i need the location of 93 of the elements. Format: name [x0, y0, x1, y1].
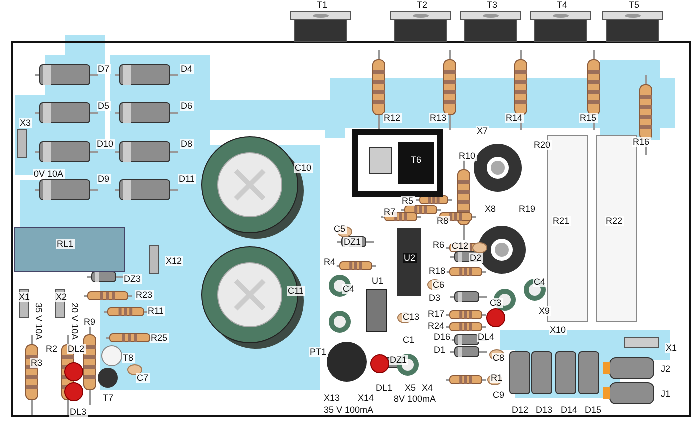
- component-label: C9: [492, 390, 506, 400]
- component-label: DZ3: [123, 274, 142, 284]
- component-label: R5: [401, 196, 415, 206]
- component-label: X4: [421, 383, 434, 393]
- component-label: R21: [552, 216, 571, 226]
- component-label: D12: [511, 405, 530, 415]
- component-label: D5: [97, 101, 111, 111]
- component-label: DZ1: [389, 355, 408, 365]
- component-label: X9: [538, 306, 552, 316]
- component-label: R1: [490, 373, 504, 383]
- component-label: R13: [429, 113, 448, 123]
- component-label: X3: [19, 118, 32, 128]
- component-label: U1: [371, 276, 385, 286]
- component-label: C10: [294, 163, 313, 173]
- component-label: DL1: [375, 383, 394, 393]
- component-label: 20 V 10A: [69, 303, 81, 340]
- component-label: R15: [579, 113, 598, 123]
- component-label: R3: [30, 358, 44, 368]
- component-label: X13: [323, 393, 342, 403]
- component-label: C13: [402, 312, 421, 322]
- component-label: T1: [316, 0, 329, 10]
- component-label: D13: [535, 405, 554, 415]
- component-label: D11: [178, 174, 196, 184]
- component-label: R2: [45, 344, 59, 354]
- component-label: C4: [533, 277, 547, 287]
- component-label: D3: [428, 293, 442, 303]
- component-label: 35 V 10A: [33, 303, 45, 340]
- component-label: D8: [180, 139, 194, 149]
- component-label: T4: [556, 0, 569, 10]
- component-label: D7: [97, 64, 111, 74]
- component-label: C12: [451, 241, 470, 251]
- component-label: T6: [410, 155, 423, 165]
- component-label: J2: [660, 364, 672, 374]
- component-label: R17: [427, 309, 446, 319]
- component-label: R16: [632, 137, 651, 147]
- component-label: C8: [492, 353, 506, 363]
- component-label: T2: [416, 0, 429, 10]
- component-label: D1: [433, 345, 447, 355]
- component-label: X14: [357, 393, 376, 403]
- component-label: R9: [83, 317, 97, 327]
- component-label: C5: [333, 224, 347, 234]
- component-label: C4: [342, 284, 356, 294]
- component-label: T7: [102, 393, 115, 403]
- component-label: C3: [489, 298, 503, 308]
- component-label: R20: [533, 140, 552, 150]
- component-label: DL2: [67, 344, 86, 354]
- component-label: RL1: [56, 239, 75, 249]
- component-label: DL3: [69, 407, 88, 417]
- component-label: X8: [484, 204, 498, 214]
- component-label: R12: [383, 113, 402, 123]
- component-label: D6: [180, 101, 194, 111]
- component-label: 35 V 100mA: [323, 405, 375, 415]
- component-label: X7: [476, 126, 490, 136]
- component-label: R23: [135, 290, 154, 300]
- component-label: D4: [180, 64, 194, 74]
- component-label: D15: [584, 405, 603, 415]
- component-label: J1: [660, 389, 672, 399]
- component-label: R4: [323, 257, 337, 267]
- component-label: D10: [96, 139, 115, 149]
- component-label: R7: [383, 207, 397, 217]
- component-label: R11: [147, 306, 165, 316]
- component-label: T5: [628, 0, 641, 10]
- component-label: R24: [427, 321, 446, 331]
- component-label: R6: [432, 240, 446, 250]
- component-label: R10: [458, 151, 477, 161]
- component-label: DL4: [477, 332, 496, 342]
- component-label: X5: [404, 383, 418, 393]
- component-label: X1: [18, 292, 32, 302]
- component-label: D14: [560, 405, 579, 415]
- component-label: R19: [518, 204, 537, 214]
- component-label: 8V 100mA: [393, 394, 438, 404]
- component-label: C11: [287, 286, 305, 296]
- component-label: C7: [136, 373, 150, 383]
- component-label: R14: [505, 113, 524, 123]
- component-label: D9: [97, 174, 111, 184]
- component-label: X12: [165, 256, 184, 266]
- component-label: R25: [150, 333, 169, 343]
- component-label: R18: [428, 266, 447, 276]
- component-label: PT1: [309, 347, 328, 357]
- component-label: T3: [486, 0, 499, 10]
- component-label: D2: [469, 253, 483, 263]
- component-label: C1: [402, 335, 416, 345]
- component-label: R8: [436, 216, 450, 226]
- component-label: 0V 10A: [33, 169, 65, 179]
- component-label: X2: [55, 292, 68, 302]
- component-label: T8: [122, 353, 135, 363]
- component-label: C6: [432, 280, 446, 290]
- component-label: X10: [549, 325, 568, 335]
- component-label: DZ1: [343, 237, 362, 247]
- component-label: D16: [433, 332, 452, 342]
- component-label: R22: [605, 216, 624, 226]
- component-label: U2: [403, 253, 417, 263]
- component-label: X1: [665, 343, 678, 353]
